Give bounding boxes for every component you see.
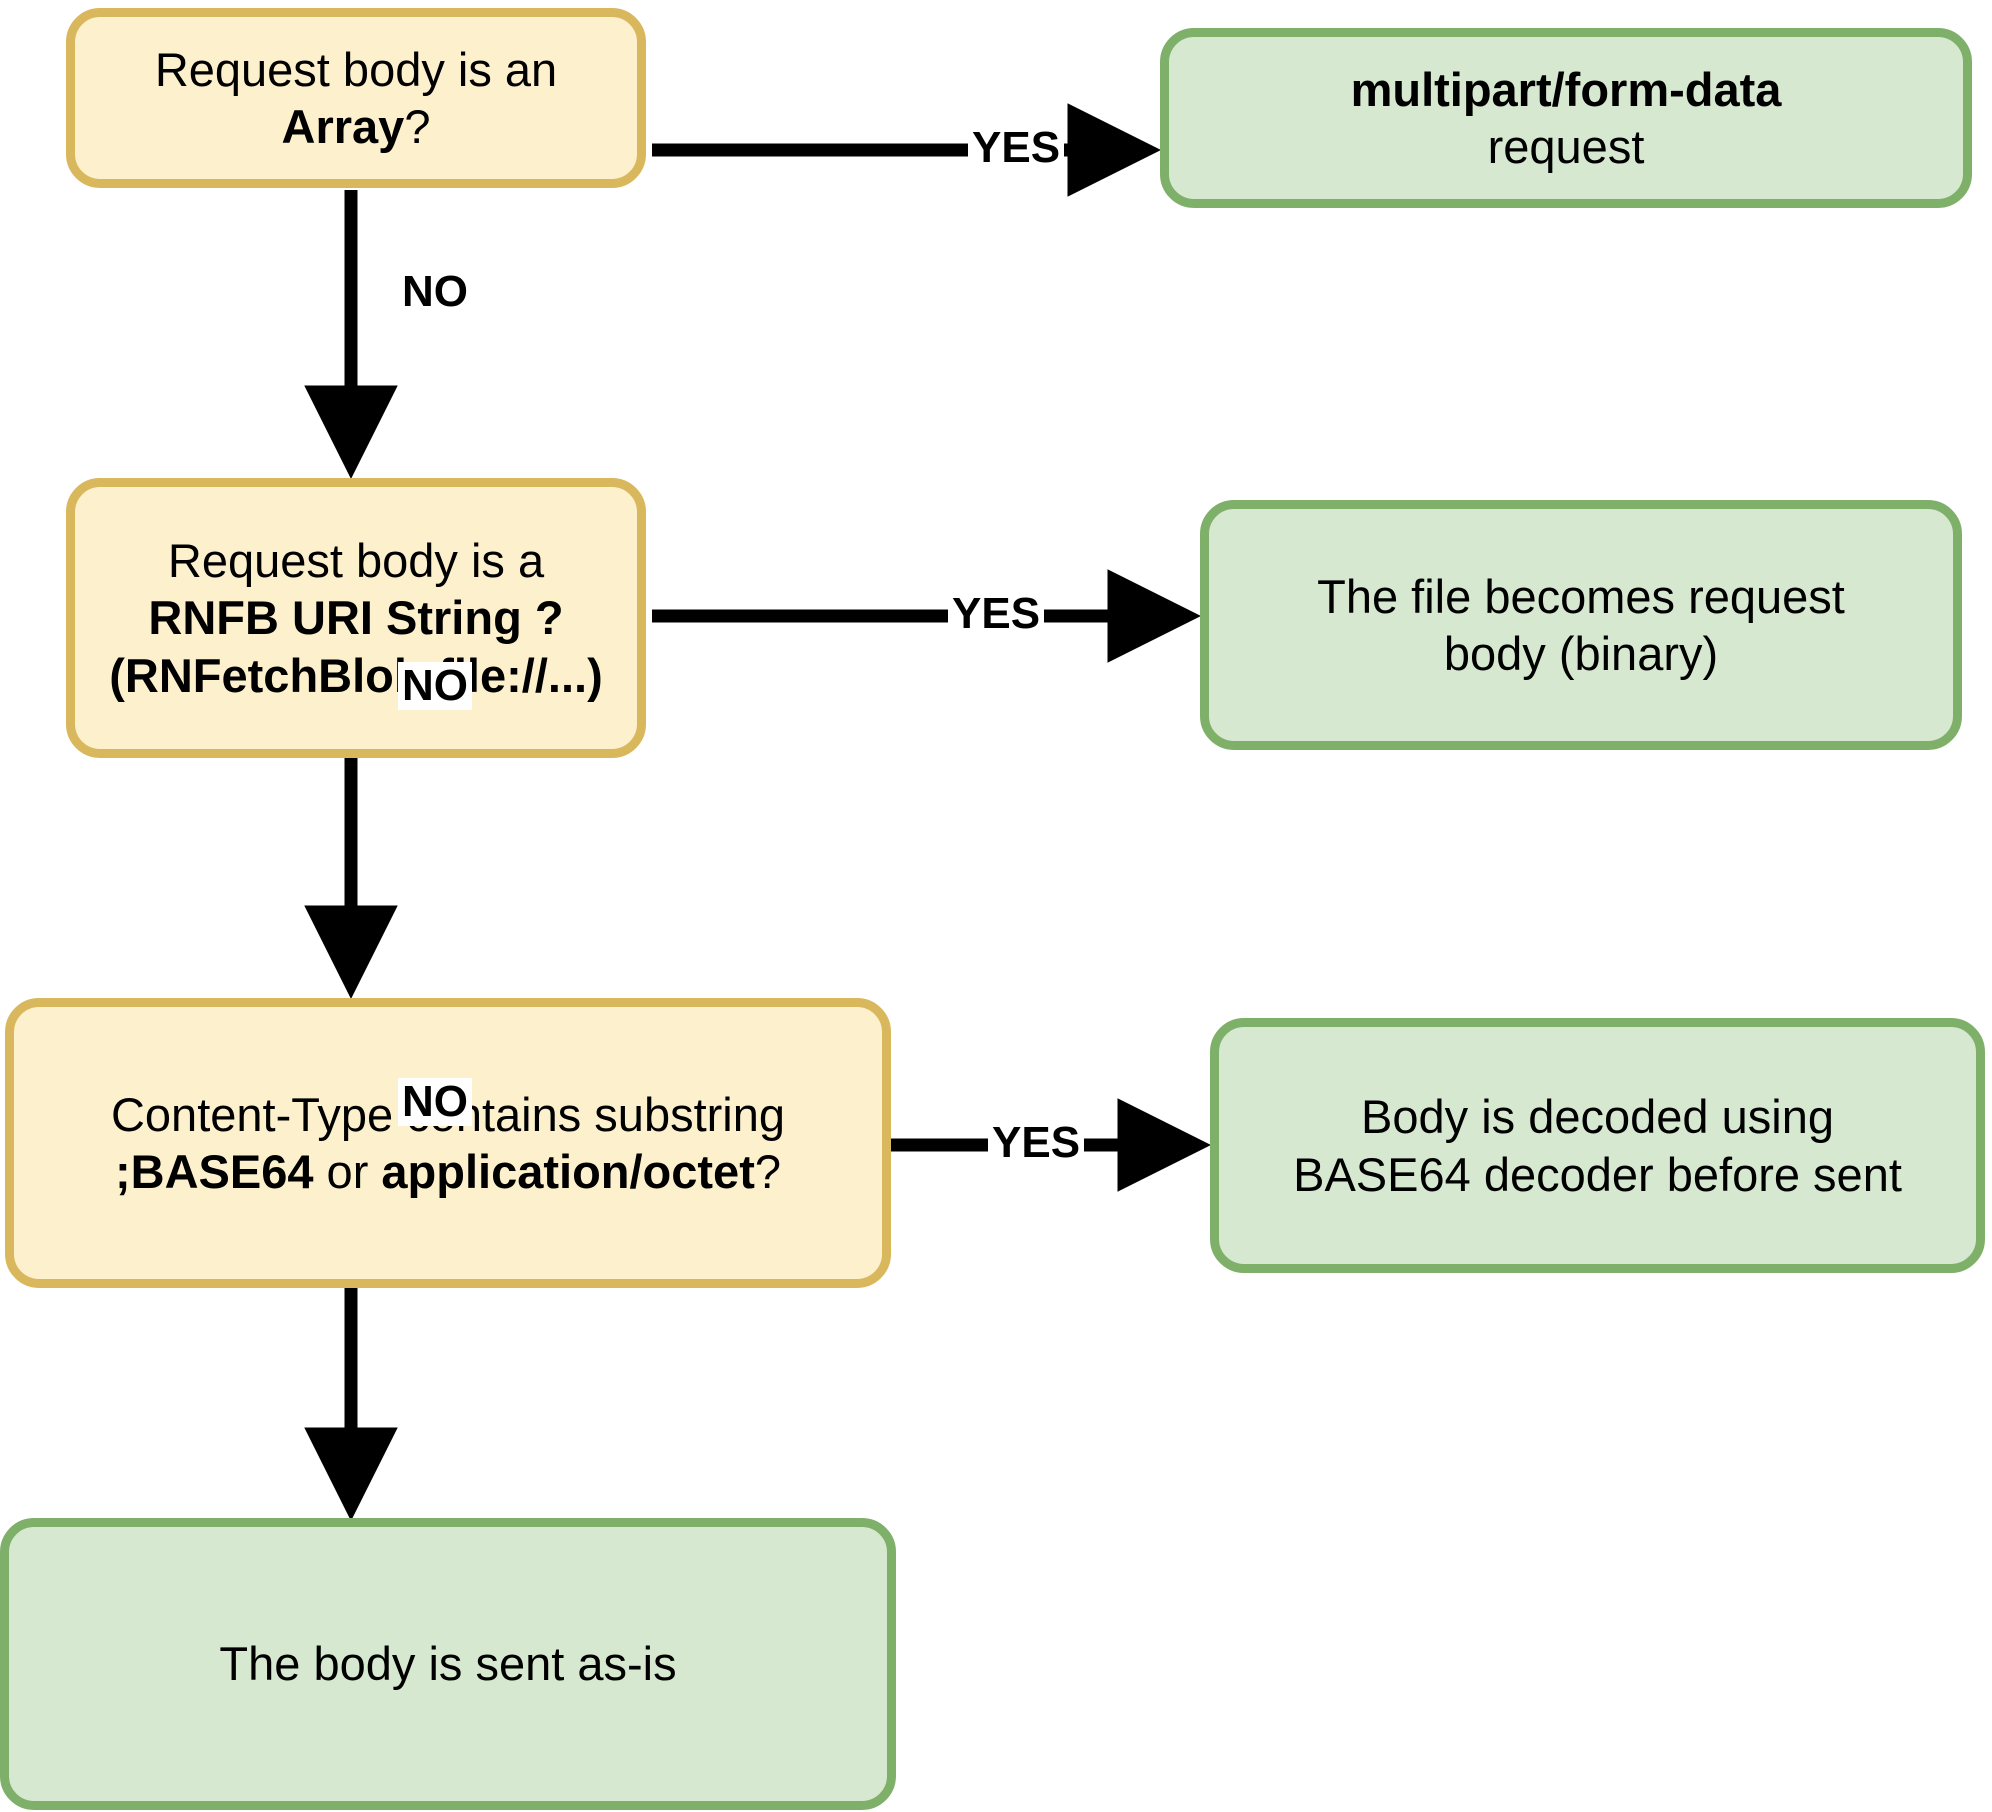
node-text-line: ;BASE64 or application/octet? bbox=[28, 1143, 868, 1200]
node-text-line: Body is decoded using bbox=[1233, 1088, 1962, 1145]
edge-label-yes-1: YES bbox=[968, 124, 1065, 172]
node-text-line: The file becomes request bbox=[1223, 568, 1939, 625]
text-run: ? bbox=[404, 100, 431, 153]
edge-label-no-2: NO bbox=[398, 662, 472, 710]
text-run: The file becomes request bbox=[1317, 569, 1845, 623]
node-body-sent-as-is[interactable]: The body is sent as-is bbox=[0, 1518, 896, 1810]
edge-label-yes-3: YES bbox=[988, 1119, 1085, 1167]
node-text-line: RNFB URI String ? bbox=[89, 589, 623, 646]
node-text-line: request bbox=[1183, 118, 1949, 175]
node-text-line: (RNFetchBlob-file://...) bbox=[89, 647, 623, 704]
text-run: BASE64 decoder before sent bbox=[1293, 1147, 1902, 1201]
node-text-line: Request body is a bbox=[89, 532, 623, 589]
text-run: Body is decoded using bbox=[1361, 1090, 1834, 1144]
text-run: The body is sent as-is bbox=[219, 1637, 677, 1691]
edge-label-no-3: NO bbox=[398, 1078, 472, 1126]
text-run-bold: ;BASE64 bbox=[114, 1145, 314, 1198]
text-run-bold: (RNFetchBlob-file://...) bbox=[109, 648, 603, 702]
node-text-line: multipart/form-data bbox=[1183, 61, 1949, 118]
edge-label-yes-2: YES bbox=[948, 590, 1045, 638]
node-request-body-is-array[interactable]: Request body is an Array? bbox=[66, 8, 646, 188]
node-text-line: Request body is an Array? bbox=[89, 41, 623, 156]
text-run-bold: RNFB URI String ? bbox=[148, 591, 564, 645]
text-run: Request body is a bbox=[167, 534, 545, 587]
text-run: or bbox=[313, 1145, 382, 1198]
edge-label-no-1: NO bbox=[398, 268, 472, 316]
node-content-type-contains-substring[interactable]: Content-Type contains substring;BASE64 o… bbox=[5, 998, 891, 1288]
text-run: body (binary) bbox=[1443, 627, 1719, 680]
text-run: ? bbox=[754, 1145, 781, 1198]
text-run: Request body is an bbox=[154, 42, 558, 96]
node-text-line: The body is sent as-is bbox=[23, 1635, 873, 1692]
node-a4-text: The body is sent as-is bbox=[9, 1635, 887, 1692]
text-run-bold: Array bbox=[281, 100, 405, 153]
text-run-bold: multipart/form-data bbox=[1350, 62, 1782, 116]
text-run: request bbox=[1487, 120, 1645, 173]
node-text-line: BASE64 decoder before sent bbox=[1233, 1146, 1962, 1203]
node-q1-text: Request body is an Array? bbox=[75, 41, 637, 156]
node-text-line: body (binary) bbox=[1223, 625, 1939, 682]
node-q3-text: Content-Type contains substring;BASE64 o… bbox=[14, 1086, 882, 1201]
text-run-bold: application/octet bbox=[381, 1145, 755, 1198]
